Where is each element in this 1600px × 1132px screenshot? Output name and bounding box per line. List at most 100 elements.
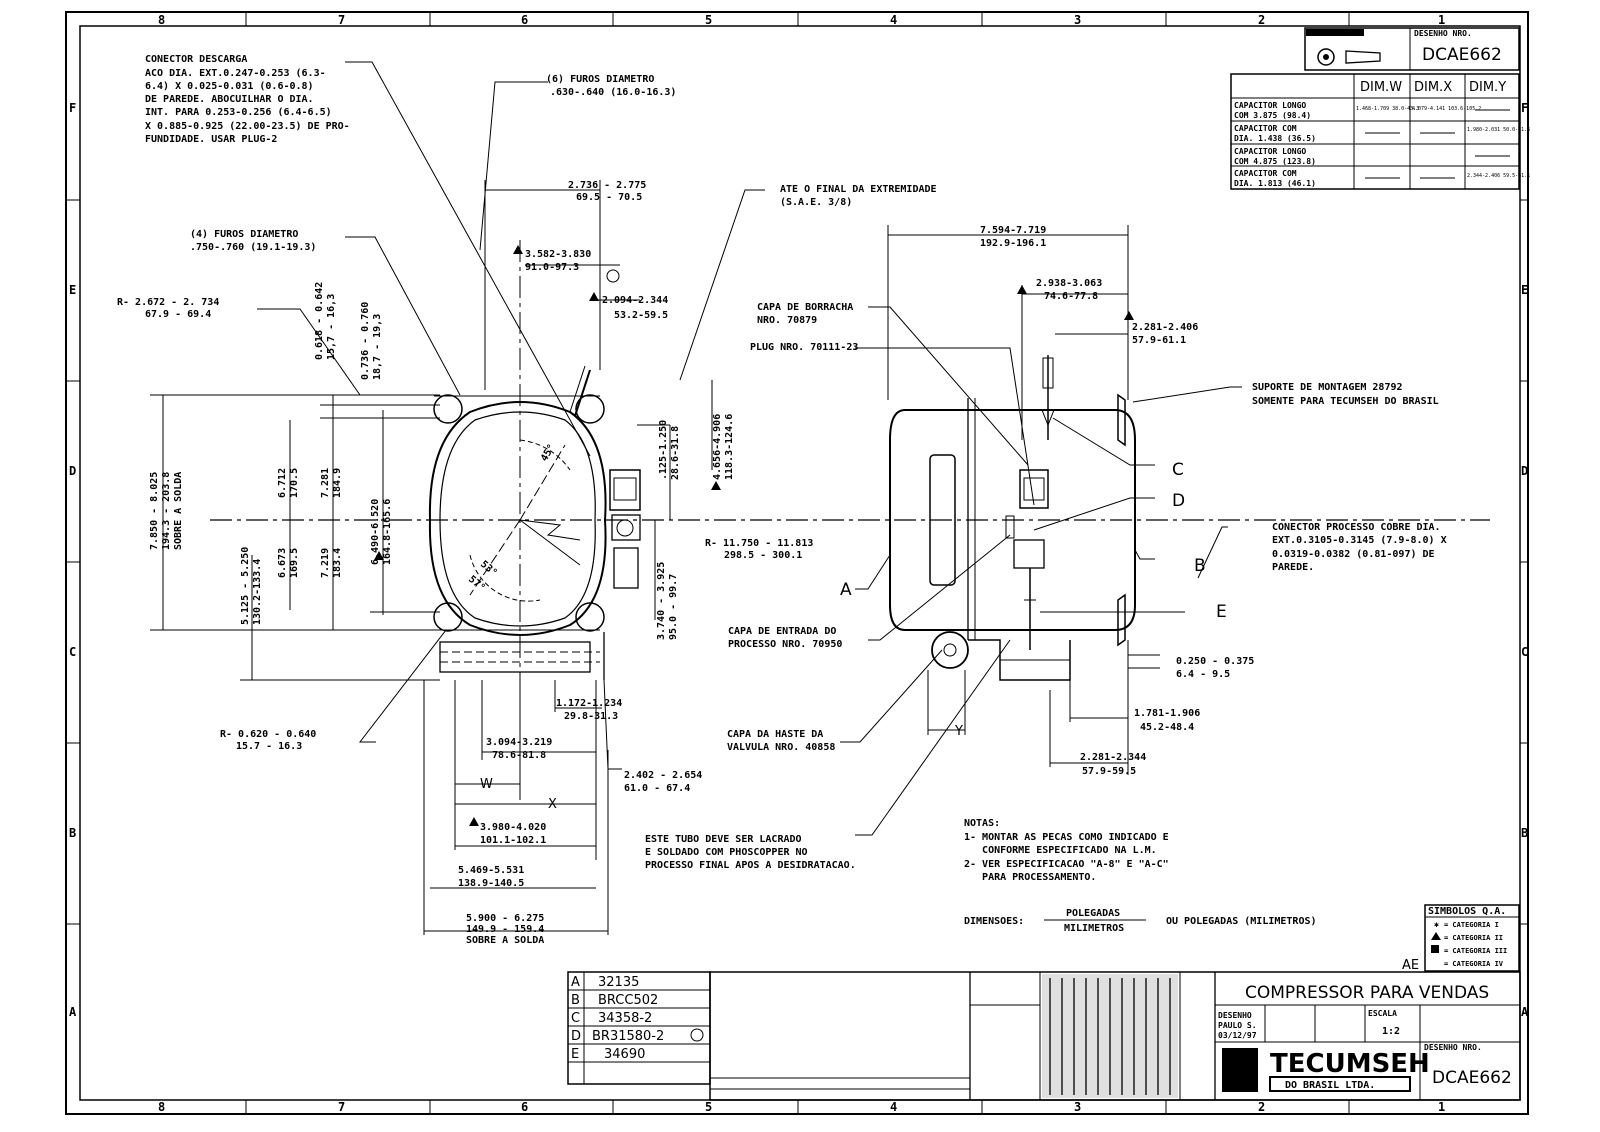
angle-text: 57° xyxy=(466,574,487,594)
dim-text: 118.3-124.6 xyxy=(724,414,735,480)
drawing-number-box: DESENHO NRO. DCAE662 xyxy=(1304,27,1520,71)
grid-labels-rows: F E D C B A F E D C B A xyxy=(69,101,1529,1019)
dim-text: 3.582-3.830 xyxy=(525,249,591,260)
dim-text: 6.490-6.520 xyxy=(370,499,381,565)
note-line: ACO DIA. EXT.0.247-0.253 (6.3- xyxy=(145,68,326,79)
note-line: FUNDIDADE. USAR PLUG-2 xyxy=(145,134,277,145)
dim-text: 3.740 - 3.925 xyxy=(656,562,667,640)
dim-text: 2.094-2.344 xyxy=(602,295,668,306)
dim-text: 183.4 xyxy=(332,548,343,578)
dim-text: 0.250 - 0.375 xyxy=(1176,656,1254,667)
triangle-icon xyxy=(1017,285,1027,294)
grid-row-label: E xyxy=(69,283,76,297)
revision-code: E xyxy=(571,1047,579,1062)
dim-text: 4.656-4.906 xyxy=(712,414,723,480)
table-cell: 4.079-4.141 103.6-105.2 xyxy=(1412,106,1481,112)
triangle-icon xyxy=(1431,932,1441,940)
dim-text: SOBRE A SOLDA xyxy=(173,472,184,550)
dim-text: 53.2-59.5 xyxy=(614,310,668,321)
dim-text: 2.281-2.344 xyxy=(1080,752,1146,763)
grid-col-label: 8 xyxy=(158,1100,165,1114)
symbol-item: = CATEGORIA III xyxy=(1444,947,1507,955)
dim-w-header: DIM.W xyxy=(1360,80,1402,95)
dim-x-header: DIM.X xyxy=(1414,80,1452,95)
grid-col-label: 4 xyxy=(890,1100,897,1114)
dim-text: 57.9-59.5 xyxy=(1082,766,1136,777)
note-capa-borracha: CAPA DE BORRACHA xyxy=(757,302,853,313)
grid-row-label: D xyxy=(1521,464,1528,478)
grid-row-label: F xyxy=(69,101,76,115)
symbols-qa-box: SIMBOLOS Q.A. ✱ = CATEGORIA I = CATEGORI… xyxy=(1402,904,1520,973)
table-cell: 2.344-2.406 59.5-61.1 xyxy=(1467,173,1530,179)
projection-symbol-icon xyxy=(1317,48,1335,66)
dim-text: 3.094-3.219 xyxy=(486,737,552,748)
triangle-icon xyxy=(711,481,721,490)
grid-col-label: 7 xyxy=(338,13,345,27)
note-capa-entrada: CAPA DE ENTRADA DO xyxy=(728,626,836,637)
drawing-number: DCAE662 xyxy=(1422,45,1502,65)
note-line: DE PAREDE. ABOCUILHAR O DIA. xyxy=(145,94,314,105)
dim-text: 1.781-1.906 xyxy=(1134,708,1200,719)
note-furos-4: (4) FUROS DIAMETRO xyxy=(190,229,298,240)
qa-triangle-markers xyxy=(374,245,1134,826)
revisions-table: A 32135 B BRCC502 C 34358-2 D BR31580-2 … xyxy=(567,971,711,1085)
annotations: CONECTOR DESCARGA ACO DIA. EXT.0.247-0.2… xyxy=(145,54,1447,934)
table-row-label: COM 4.875 (123.8) xyxy=(1234,157,1316,166)
triangle-icon xyxy=(374,551,384,560)
angle-text: 53° xyxy=(478,559,499,579)
grid-row-label: C xyxy=(69,645,76,659)
title-block: COMPRESSOR PARA VENDAS DESENHO PAULO S. … xyxy=(709,971,1521,1101)
dim-text: 5.469-5.531 xyxy=(458,865,524,876)
grid-col-label: 1 xyxy=(1438,13,1445,27)
dim-text: 18,7 - 19,3 xyxy=(372,314,383,380)
note-line: VALVULA NRO. 40858 xyxy=(727,742,835,753)
table-row-label: CAPACITOR LONGO xyxy=(1234,101,1306,110)
symbol-item: = CATEGORIA I xyxy=(1444,921,1499,929)
dim-text: 6.712 xyxy=(277,468,288,498)
dim-text: 78.6-81.8 xyxy=(492,750,546,761)
dim-text: 61.0 - 67.4 xyxy=(624,783,690,794)
table-row-label: CAPACITOR COM xyxy=(1234,169,1297,178)
dim-text: 7.850 - 8.025 xyxy=(149,472,160,550)
note-line: PAREDE. xyxy=(1272,562,1314,573)
tecumseh-logo-icon xyxy=(1222,1048,1258,1092)
dim-text: 29.8-31.3 xyxy=(564,711,618,722)
note-line: INT. PARA 0.253-0.256 (6.4-6.5) xyxy=(145,107,332,118)
callout-d: D xyxy=(1172,491,1185,511)
grid-row-label: B xyxy=(1521,826,1528,840)
note-line: EXT.0.3105-0.3145 (7.9-8.0) X xyxy=(1272,535,1447,546)
dim-text: R- 2.672 - 2. 734 xyxy=(117,297,219,308)
dimensoes-suffix: OU POLEGADAS (MILIMETROS) xyxy=(1166,916,1317,927)
revision-code: B xyxy=(571,993,580,1008)
triangle-icon xyxy=(469,817,479,826)
drawing-no-label: DESENHO NRO. xyxy=(1414,29,1472,38)
note-line: CONFORME ESPECIFICADO NA L.M. xyxy=(964,845,1157,856)
callout-letters: A B C D E xyxy=(840,460,1227,622)
dim-text: 149.9 - 159.4 xyxy=(466,924,544,935)
dim-text: 0.736 - 0.760 xyxy=(360,302,371,380)
revision-value: BR31580-2 xyxy=(592,1029,664,1044)
grid-col-label: 2 xyxy=(1258,13,1265,27)
dim-text: 130.2-133.4 xyxy=(252,559,263,625)
note-line: .630-.640 (16.0-16.3) xyxy=(550,87,676,98)
revision-code: A xyxy=(571,975,580,990)
dim-text: 67.9 - 69.4 xyxy=(145,309,211,320)
designer-name: PAULO S. xyxy=(1218,1021,1257,1030)
dim-text: 7.594-7.719 xyxy=(980,225,1046,236)
note-line: E SOLDADO COM PHOSCOPPER NO xyxy=(645,847,808,858)
dim-text: 2.736 - 2.775 xyxy=(568,180,646,191)
grid-col-label: 6 xyxy=(521,13,528,27)
dim-text: .125-1.250 xyxy=(658,420,669,480)
grid-row-label: C xyxy=(1521,645,1528,659)
dim-text: 184.9 xyxy=(332,468,343,498)
dim-text: R- 0.620 - 0.640 xyxy=(220,729,316,740)
grid-row-label: D xyxy=(69,464,76,478)
dim-text: 91.0-97.3 xyxy=(525,262,579,273)
dim-text: 0.618 - 0.642 xyxy=(314,282,325,360)
grid-col-label: 5 xyxy=(705,1100,712,1114)
diamond-icon: ✱ xyxy=(1434,920,1439,929)
compressor-side-view xyxy=(889,355,1136,681)
grid-row-label: F xyxy=(1521,101,1528,115)
dimension-table: DIM.W DIM.X DIM.Y CAPACITOR LONGO COM 3.… xyxy=(1230,73,1530,190)
